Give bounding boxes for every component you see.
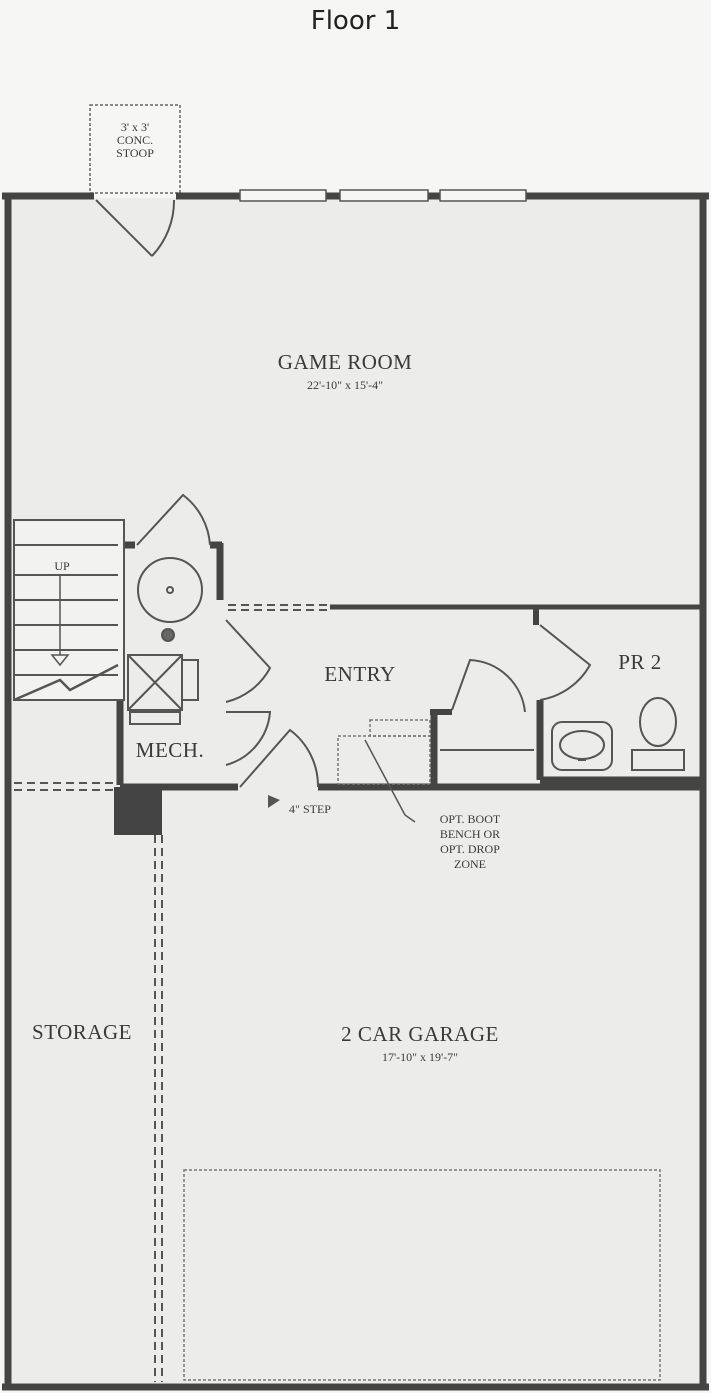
boot-bench <box>337 719 431 785</box>
bath-fixtures <box>551 697 685 771</box>
mechanical-equipment <box>127 557 203 725</box>
bench-note-line3: OPT. DROP <box>440 842 500 856</box>
bench-note-line1: OPT. BOOT <box>439 812 501 826</box>
stoop-label-material: CONC. <box>116 133 154 147</box>
front-door <box>95 199 176 257</box>
page-title: Floor 1 <box>310 6 401 36</box>
interior-doors <box>136 493 592 788</box>
stairs-label: UP <box>54 559 70 573</box>
pr2-label: PR 2 <box>618 650 662 674</box>
bench-leader <box>364 739 406 816</box>
garage-dims: 17'-10" x 19'-7" <box>381 1050 459 1064</box>
stoop-outline <box>89 104 181 194</box>
dashed-lines <box>14 604 330 1382</box>
stoop-label-size: 3' x 3' <box>120 120 150 134</box>
garage-label: 2 CAR GARAGE <box>341 1022 499 1046</box>
stoop-label: 3' x 3' CONC. STOOP <box>95 121 175 160</box>
entry-label: ENTRY <box>324 662 396 686</box>
stoop-label-type: STOOP <box>116 146 154 160</box>
stairs <box>13 519 125 702</box>
bench-note-line2: BENCH OR <box>439 827 501 841</box>
step-label: 4" STEP <box>289 802 331 816</box>
game-room-dims: 22'-10" x 15'-4" <box>306 378 384 392</box>
windows <box>239 189 527 202</box>
game-room-label: GAME ROOM <box>277 350 413 374</box>
exterior-walls <box>2 192 709 1391</box>
step-marker <box>268 795 280 808</box>
storage-label: STORAGE <box>32 1020 132 1044</box>
mech-label: MECH. <box>135 738 205 762</box>
bench-note-line4: ZONE <box>454 857 486 871</box>
garage-door <box>183 1169 661 1381</box>
bench-note: OPT. BOOT BENCH OR OPT. DROP ZONE <box>400 812 540 872</box>
